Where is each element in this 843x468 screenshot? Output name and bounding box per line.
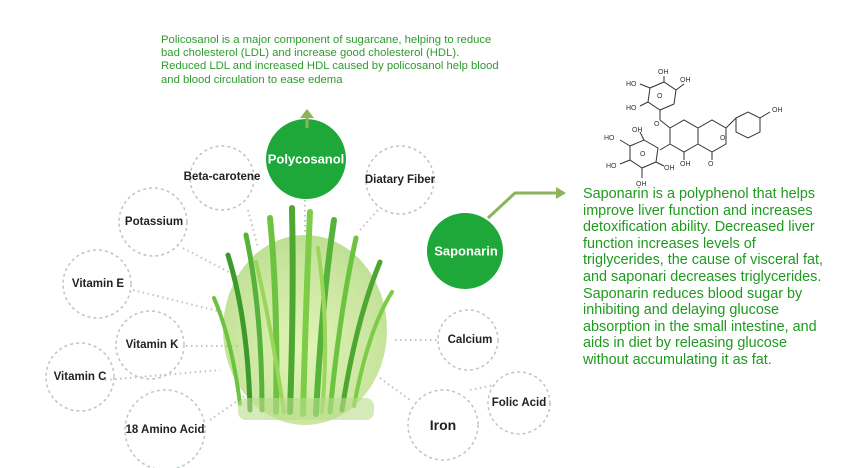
svg-text:OH: OH [772,107,783,114]
saponarin-molecule-icon [619,76,771,178]
folic-acid-label: Folic Acid [491,397,547,409]
svg-text:HO: HO [626,81,637,88]
svg-text:O: O [640,151,646,158]
beta-carotene-circle [189,145,255,211]
policosanol-description-line2: Reduced LDL and increased HDL caused by … [161,60,499,86]
calcium-circle [437,309,499,371]
svg-text:OH: OH [680,77,691,84]
potassium-label: Potassium [124,216,184,228]
vitamin-c-circle [45,342,115,412]
svg-text:O: O [708,161,714,168]
saponarin-circle [427,213,503,289]
svg-text:OH: OH [632,127,643,134]
policosanol-label: Polycosanol [267,151,345,167]
saponarin-label: Saponarin [434,243,498,259]
svg-text:HO: HO [604,135,615,142]
policosanol-circle [266,119,346,199]
wheatgrass-image [212,205,394,425]
nutrient-circles [45,145,551,468]
vitamin-e-label: Vitamin E [71,278,125,290]
amino-acid-circle [124,389,206,468]
svg-text:OH: OH [658,69,669,76]
svg-text:OH: OH [636,181,647,188]
diatary-fiber-circle [365,145,435,215]
saponarin-description: Saponarin is a polyphenol that helps imp… [583,186,823,368]
potassium-circle [118,187,188,257]
molecule-labels: OH OH HO HO O O OH OH O O HO HO OH OH OH… [604,69,783,188]
policosanol-arrow [300,109,314,128]
vitamin-k-circle [115,310,185,380]
folic-acid-circle [487,371,551,435]
iron-label: Iron [429,417,457,433]
svg-text:OH: OH [664,165,675,172]
vitamin-k-label: Vitamin K [125,339,179,351]
svg-text:HO: HO [626,105,637,112]
vitamin-c-label: Vitamin C [53,371,107,383]
svg-text:O: O [654,121,660,128]
policosanol-description: Policosanol is a major component of suga… [161,34,501,87]
iron-circle [407,389,479,461]
diatary-fiber-label: Diatary Fiber [364,174,436,186]
calcium-label: Calcium [447,334,493,346]
policosanol-description-line1: Policosanol is a major component of suga… [161,34,492,60]
saponarin-arrow [486,187,566,220]
beta-carotene-label: Beta-carotene [183,171,261,183]
svg-text:O: O [657,93,663,100]
vitamin-e-circle [62,249,132,319]
svg-text:HO: HO [606,163,617,170]
svg-text:OH: OH [680,161,691,168]
amino-acid-label: 18 Amino Acid [125,424,205,436]
svg-text:O: O [720,135,726,142]
connector-lines [104,200,496,421]
